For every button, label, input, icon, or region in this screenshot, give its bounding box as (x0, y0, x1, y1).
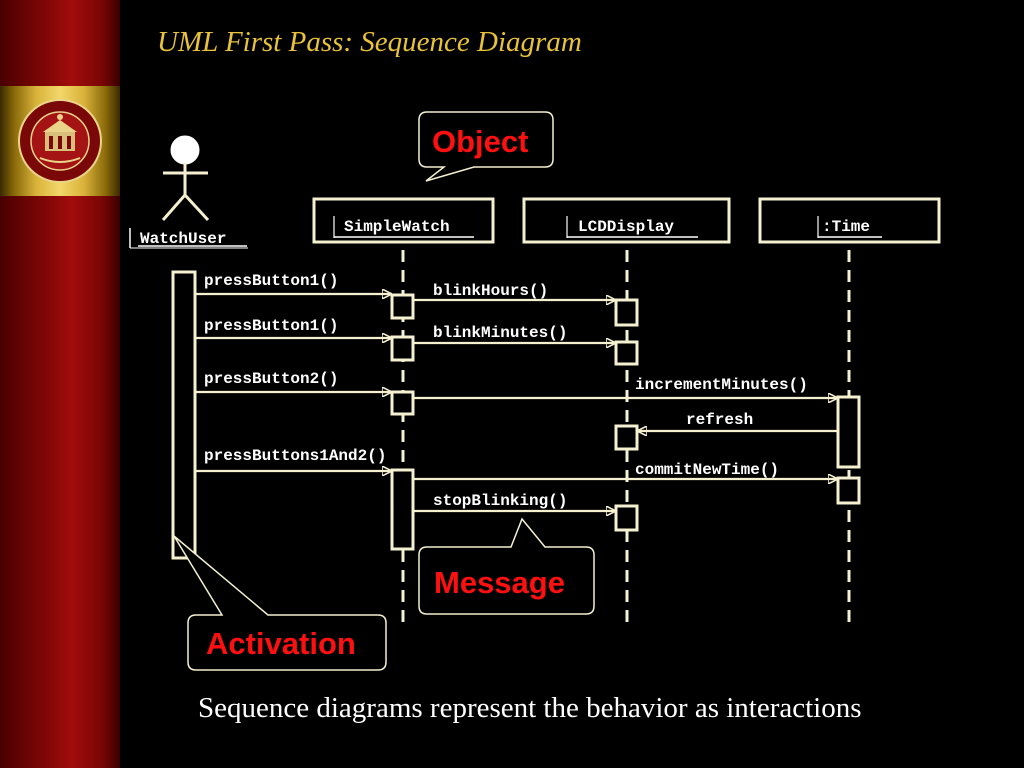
stick-figure-icon (161, 135, 210, 222)
activation-lcddisplay-1 (614, 298, 639, 327)
university-seal-icon (18, 99, 102, 183)
message-label-1: pressButton1() (204, 272, 338, 290)
activation-time-1 (836, 395, 861, 469)
activation-lcddisplay-2 (614, 340, 639, 366)
message-label-4: blinkMinutes() (433, 324, 567, 342)
message-label-6: incrementMinutes() (635, 376, 808, 394)
object-label-time: :Time (822, 218, 870, 236)
object-label-lcddisplay: LCDDisplay (578, 218, 674, 236)
object-simplewatch: SimpleWatch (312, 197, 495, 244)
message-label-2: blinkHours() (433, 282, 548, 300)
callout-message-label: Message (434, 565, 565, 600)
callout-activation-label: Activation (206, 626, 356, 661)
object-label-simplewatch: SimpleWatch (344, 218, 450, 236)
activation-simplewatch-3 (390, 390, 415, 416)
message-label-10: stopBlinking() (433, 492, 567, 510)
message-label-5: pressButton2() (204, 370, 338, 388)
callout-object-label: Object (432, 124, 528, 159)
activation-lcddisplay-4 (614, 504, 639, 532)
logo-band (0, 86, 120, 196)
activation-simplewatch-2 (390, 335, 415, 362)
slide-title: UML First Pass: Sequence Diagram (157, 26, 582, 58)
actor-label: WatchUser (140, 230, 226, 248)
object-lcddisplay: LCDDisplay (522, 197, 731, 244)
slide-caption: Sequence diagrams represent the behavior… (198, 692, 862, 724)
message-label-7: refresh (686, 411, 753, 429)
activation-simplewatch-4 (390, 468, 415, 551)
callout-object: Object (418, 111, 554, 182)
activation-time-2 (836, 476, 861, 505)
object-time: :Time (758, 197, 941, 244)
callout-message: Message (418, 517, 595, 615)
activation-actor (171, 270, 197, 560)
activation-lcddisplay-3 (614, 424, 639, 451)
message-label-9: commitNewTime() (635, 461, 779, 479)
message-label-8: pressButtons1And2() (204, 447, 386, 465)
callout-activation: Activation (173, 535, 387, 671)
message-label-3: pressButton1() (204, 317, 338, 335)
activation-simplewatch-1 (390, 293, 415, 320)
actor-figure: WatchUser (129, 135, 248, 249)
